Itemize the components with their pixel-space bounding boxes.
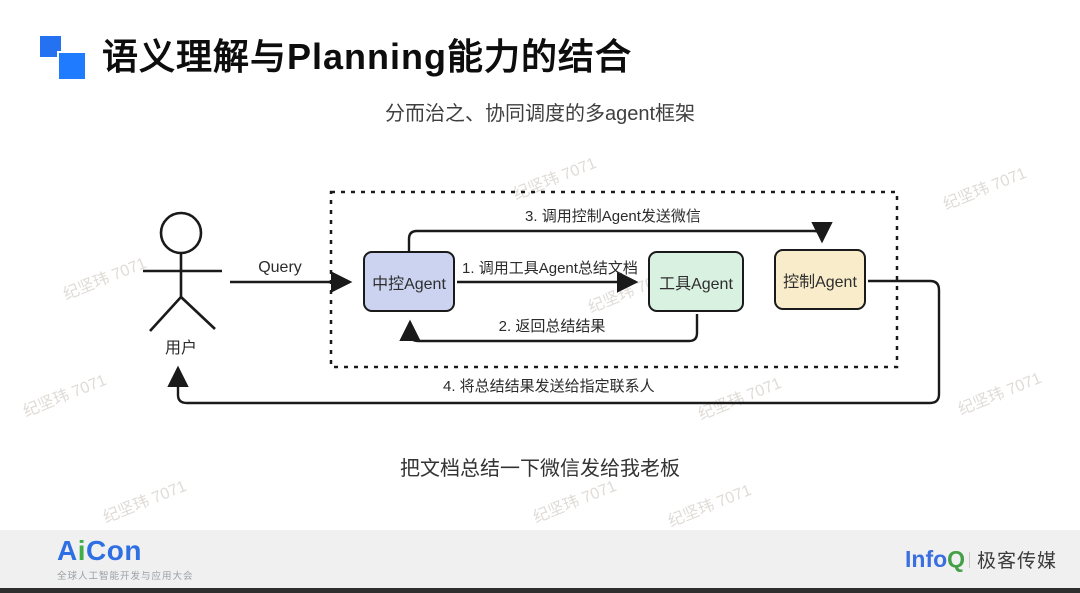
dashed-boundary [329,190,899,369]
aicon-tagline: 全球人工智能开发与应用大会 [57,571,194,582]
central-agent-box: 中控Agent [363,251,455,312]
aicon-logo-a: A [57,535,78,566]
tool-agent-label: 工具Agent [659,275,733,293]
title-row: 语义理解与Planning能力的结合 [40,28,632,81]
step-4-label: 4. 将总结结果发送给指定联系人 [443,378,655,395]
query-label: Query [258,259,302,276]
infoq-brand-text: 极客传媒 [977,551,1058,572]
central-agent-label: 中控Agent [372,275,446,293]
aicon-logo-i: i [77,535,87,566]
aicon-logo-con: Con [86,535,142,566]
footer-bar: AiCon 全球人工智能开发与应用大会 InfoQ 极客传媒 [0,530,1080,593]
slide-logo-icon [40,30,90,81]
infoq-logo: InfoQ [905,548,965,571]
infoq-logo-block: InfoQ 极客传媒 [905,546,1057,573]
step-3-label: 3. 调用控制Agent发送微信 [525,208,701,225]
logo-square-small [40,36,61,57]
arrow-step-2 [399,314,699,343]
infoq-logo-q: Q [947,546,966,572]
aicon-logo-block: AiCon 全球人工智能开发与应用大会 [57,537,194,583]
arrow-step-3 [407,221,833,251]
step-1-label: 1. 调用工具Agent总结文档 [462,260,638,277]
control-agent-box: 控制Agent [774,249,866,310]
tool-agent-box: 工具Agent [648,251,744,312]
logo-square-large [57,51,87,81]
aicon-logo: AiCon [57,537,194,565]
control-agent-label: 控制Agent [783,273,857,291]
step-2-label: 2. 返回总结结果 [498,318,606,335]
arrow-step-4 [167,279,941,405]
example-query-text: 把文档总结一下微信发给我老板 [400,458,680,480]
infoq-divider [969,551,971,568]
page-title: 语义理解与Planning能力的结合 [102,36,632,77]
bottom-edge-bar [0,588,1080,593]
infoq-logo-info: Info [905,546,948,572]
slide-subtitle: 分而治之、协同调度的多agent框架 [384,103,696,125]
user-stick-figure [143,211,222,332]
user-label: 用户 [164,340,197,357]
